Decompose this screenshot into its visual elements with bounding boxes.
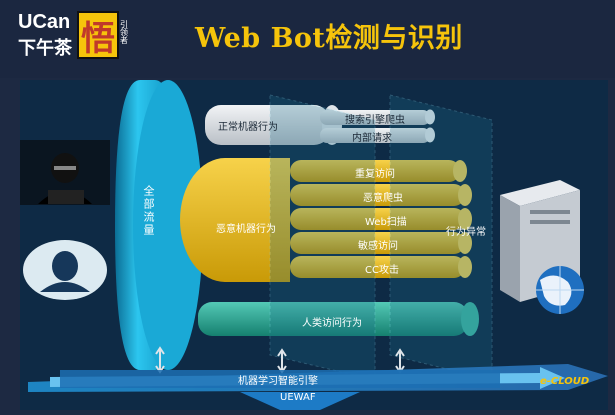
globe-icon: [536, 266, 584, 314]
logo-side: 引领者: [120, 20, 129, 45]
item-sensitive-access: 敏感访问: [358, 241, 398, 252]
item-repeat-access: 重复访问: [355, 169, 395, 180]
ml-engine-label: 机器学习智能引擎: [238, 376, 318, 387]
hacker-icon: [20, 140, 110, 205]
anomaly-label: 行为异常: [446, 227, 486, 238]
logo-badge: 悟: [81, 19, 115, 59]
page-title: Web Bot检测与识别: [195, 16, 463, 55]
human-access-label: 人类访问行为: [302, 318, 362, 329]
item-malicious-crawler: 恶意爬虫: [363, 193, 403, 204]
diagram-slide: 正常机器行为 搜索引擎爬虫 内部请求 全部流量 恶意机器行为 重复访问 恶意爬虫…: [20, 80, 608, 410]
malicious-bot-label: 恶意机器行为: [216, 224, 276, 235]
title-en: Web Bot: [195, 23, 326, 54]
ucan-logo: UCan 下午茶 悟 引领者: [14, 6, 144, 62]
search-crawler-label: 搜索引擎爬虫: [345, 115, 405, 126]
diagram-graphics: [20, 80, 608, 410]
user-icon: [23, 240, 107, 300]
uewaf-label: UEWAF: [280, 392, 316, 403]
header-bar: UCan 下午茶 悟 引领者 Web Bot检测与识别: [0, 0, 615, 78]
normal-bot-label: 正常机器行为: [218, 122, 278, 133]
item-web-scan: Web扫描: [365, 217, 407, 228]
item-cc-attack: CC攻击: [365, 265, 399, 276]
ecloud-watermark: e-CLOUD: [540, 376, 590, 387]
title-zh: 检测与识别: [325, 23, 463, 54]
logo-line1: UCan: [18, 11, 70, 33]
logo-line2: 下午茶: [18, 37, 73, 59]
internal-request-label: 内部请求: [352, 133, 392, 144]
total-traffic-label: 全部流量: [142, 185, 155, 237]
